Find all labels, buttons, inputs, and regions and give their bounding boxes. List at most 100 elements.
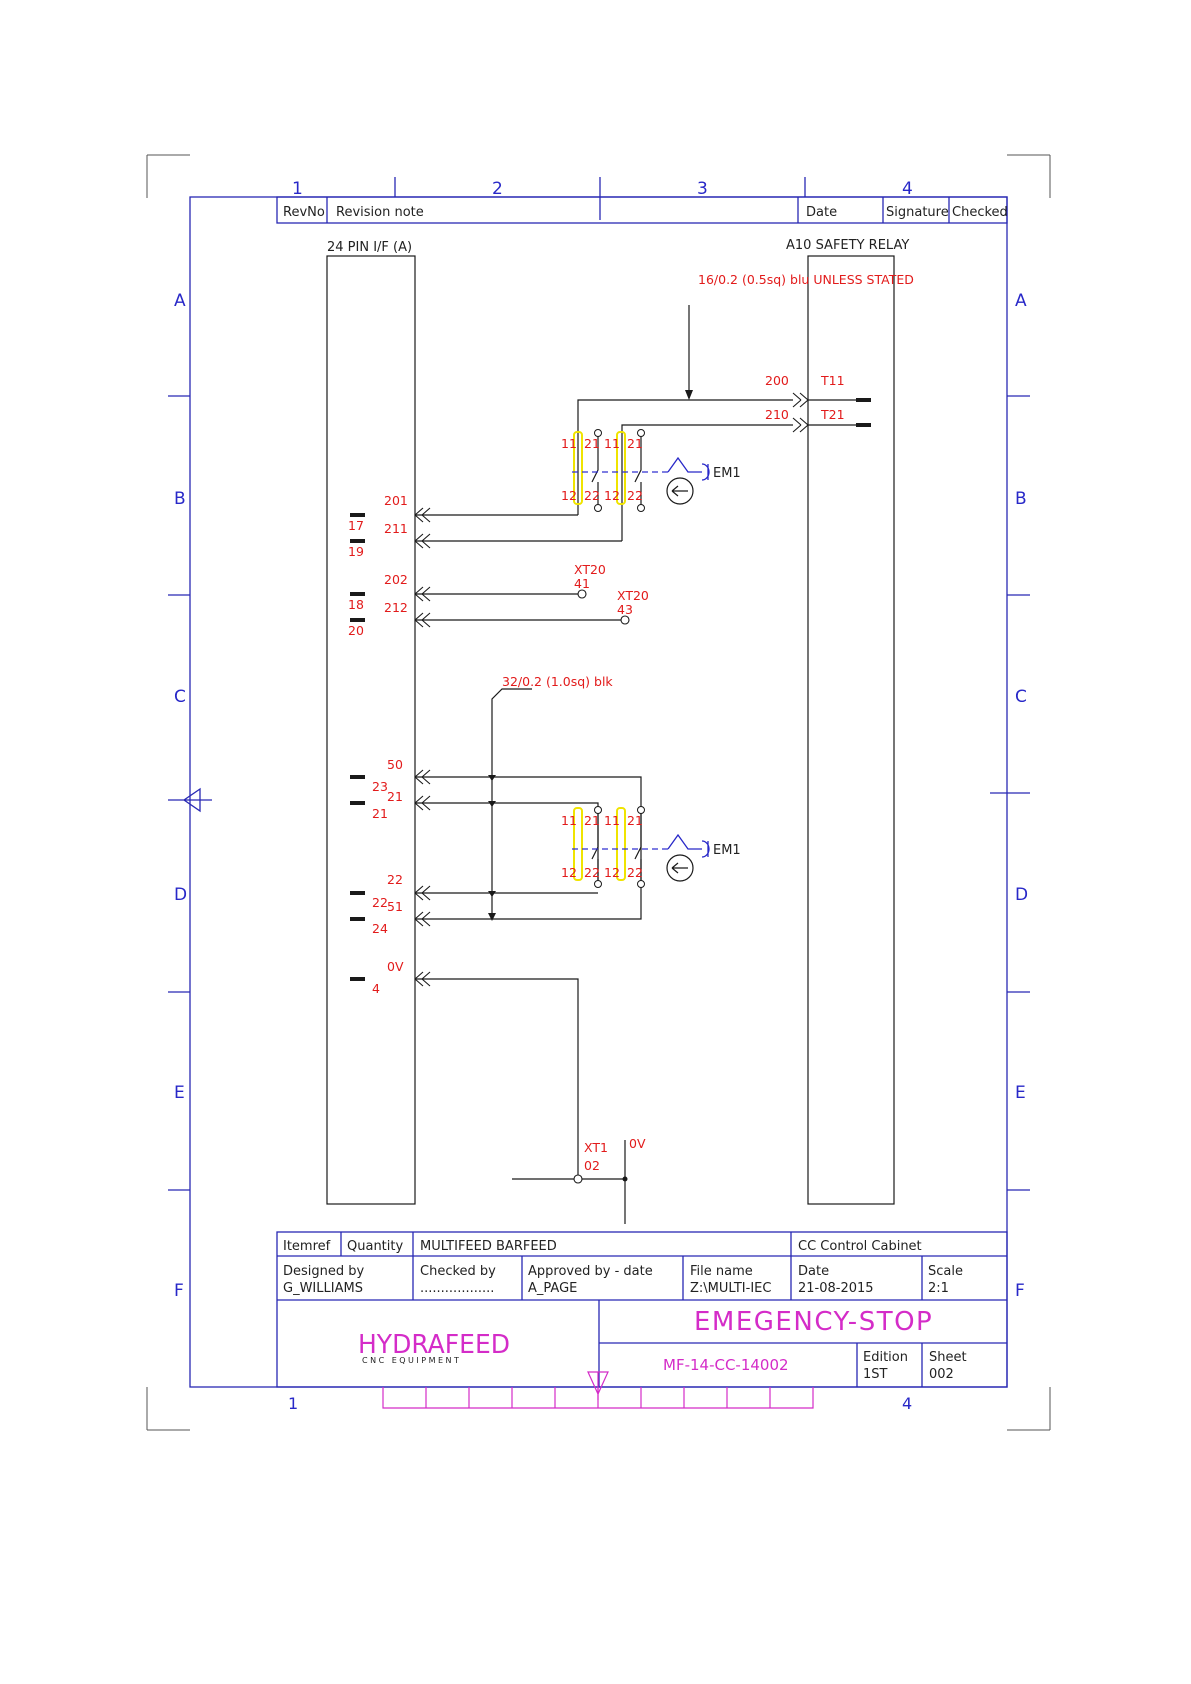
approved-by-label: Approved by - date	[528, 1264, 653, 1279]
drawing-title: EMEGENCY-STOP	[694, 1307, 933, 1337]
wire-50-label: 50	[387, 757, 403, 772]
designed-by-value: G_WILLIAMS	[283, 1281, 363, 1296]
pin-24-label: 24	[372, 921, 388, 936]
pin-23-label: 23	[372, 779, 388, 794]
sheet-label: Sheet	[929, 1350, 967, 1365]
row-label: B	[174, 489, 186, 509]
wire-51-label: 51	[387, 899, 403, 914]
file-name-label: File name	[690, 1264, 753, 1279]
rev-note-label: Revision note	[336, 205, 424, 220]
row-label: E	[174, 1083, 185, 1103]
wire-201-label: 201	[384, 493, 408, 508]
contact-label-12: 12	[561, 488, 577, 503]
edition-label: Edition	[863, 1350, 908, 1365]
column-label: 4	[902, 179, 913, 199]
row-label: E	[1015, 1083, 1026, 1103]
project-name: MULTIFEED BARFEED	[420, 1239, 557, 1254]
file-name-value: Z:\MULTI-IEC	[690, 1281, 771, 1296]
rev-signature-label: Signature	[886, 205, 949, 220]
pin-21-label: 21	[372, 806, 388, 821]
row-markers: A B C D E F A B C D E F	[168, 291, 1030, 1301]
itemref-label: Itemref	[283, 1239, 331, 1254]
xt20-label: XT20	[617, 588, 649, 603]
row-label: F	[174, 1281, 184, 1301]
pin-18-label: 18	[348, 597, 364, 612]
edition-value: 1ST	[863, 1367, 888, 1382]
contact-label-11: 11	[561, 436, 577, 451]
checked-by-label: Checked by	[420, 1264, 496, 1279]
em1-label: EM1	[713, 843, 741, 858]
scale-value: 2:1	[928, 1281, 949, 1296]
row-label: A	[174, 291, 186, 311]
company-logo-text: HYDRAFEED	[358, 1330, 510, 1360]
contact-label-12: 12	[604, 865, 620, 880]
checked-by-value: ..................	[420, 1281, 494, 1296]
drawing-border	[189, 196, 1008, 1388]
contact-label-21: 21	[627, 436, 643, 451]
title-block: Itemref Quantity MULTIFEED BARFEED CC Co…	[276, 1231, 1008, 1388]
safety-relay-title: A10 SAFETY RELAY	[786, 238, 909, 253]
date-value: 21-08-2015	[798, 1281, 874, 1296]
xt20-label: XT20	[574, 562, 606, 577]
row-label: A	[1015, 291, 1027, 311]
contact-label-21: 21	[627, 813, 643, 828]
scale-label: Scale	[928, 1264, 963, 1279]
terminal-t21-label: T21	[820, 407, 845, 422]
contact-label-12: 12	[604, 488, 620, 503]
em1-label: EM1	[713, 466, 741, 481]
contact-label-22: 22	[584, 865, 600, 880]
top-contact-block: 11 21 11 21 12 22 12 22 EM1	[561, 429, 741, 512]
lower-wiring: 50 23 21 21 22 22 51 24	[350, 757, 642, 936]
xt1-label: XT1	[584, 1140, 608, 1155]
pin-19-label: 19	[348, 544, 364, 559]
xt1-02-label: 02	[584, 1158, 600, 1173]
contact-label-22: 22	[627, 865, 643, 880]
pin-4-label: 4	[372, 981, 380, 996]
wire-21-label: 21	[387, 789, 403, 804]
contact-label-11: 11	[604, 436, 620, 451]
contact-label-12: 12	[561, 865, 577, 880]
contact-label-11: 11	[561, 813, 577, 828]
approved-by-value: A_PAGE	[528, 1281, 577, 1296]
column-label: 2	[492, 179, 503, 199]
wire-spec-top: 16/0.2 (0.5sq) blu UNLESS STATED	[698, 272, 914, 287]
column-markers: 1 2 3 4 1 4	[288, 177, 913, 1413]
rev-date-label: Date	[806, 205, 837, 220]
contact-label-21: 21	[584, 813, 600, 828]
pin-22-label: 22	[372, 895, 388, 910]
company-subtitle: CNC EQUIPMENT	[362, 1356, 461, 1365]
column-label: 3	[697, 179, 708, 199]
row-label: F	[1015, 1281, 1025, 1301]
cabinet-name: CC Control Cabinet	[798, 1239, 922, 1254]
pin-interface-block	[326, 255, 416, 1205]
row-label: C	[174, 687, 186, 707]
xt1-0v-label: 0V	[629, 1136, 646, 1151]
contact-label-22: 22	[627, 488, 643, 503]
lower-contact-block: 11 21 11 21 12 22 12 22 EM1	[561, 806, 741, 888]
column-label: 1	[288, 1394, 298, 1413]
wire-210-label: 210	[765, 407, 789, 422]
wire-212-label: 212	[384, 600, 408, 615]
bottom-ruler	[382, 1371, 814, 1409]
rev-no-label: RevNo	[283, 205, 325, 220]
pin-17-label: 17	[348, 518, 364, 533]
wire-202-label: 202	[384, 572, 408, 587]
date-label: Date	[798, 1264, 829, 1279]
contact-label-21: 21	[584, 436, 600, 451]
pin-labels-upper: 201 211 17 19 202 212 18 20 XT20 41 XT20…	[348, 493, 649, 638]
row-label: C	[1015, 687, 1027, 707]
crop-marks	[146, 154, 1051, 1431]
safety-relay-block	[807, 255, 895, 1205]
xt20-41-label: 41	[574, 576, 590, 591]
contact-label-11: 11	[604, 813, 620, 828]
wire-0v-label: 0V	[387, 959, 404, 974]
rev-checked-label: Checked	[952, 205, 1008, 220]
revision-header: RevNo Revision note Date Signature Check…	[276, 196, 1008, 224]
top-wiring	[414, 399, 793, 628]
drawing-number: MF-14-CC-14002	[663, 1356, 789, 1374]
column-label: 4	[902, 1394, 912, 1413]
pin-20-label: 20	[348, 623, 364, 638]
wire-200-label: 200	[765, 373, 789, 388]
row-label: B	[1015, 489, 1027, 509]
